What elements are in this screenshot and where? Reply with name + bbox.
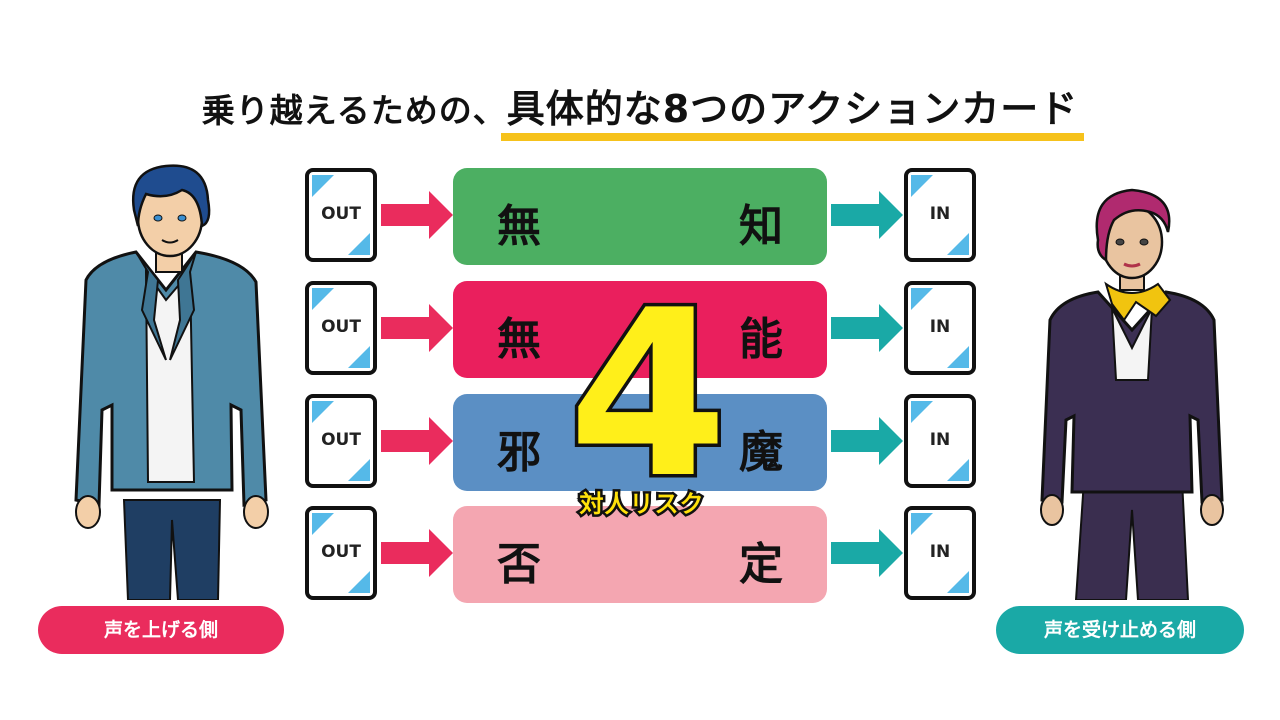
risk-bar-right-kanji: 知	[739, 201, 783, 252]
risk-bar-left-kanji: 無	[497, 314, 541, 365]
row-3: OUT 邪 魔 IN	[0, 394, 1280, 491]
in-card: IN	[904, 506, 976, 600]
out-card: OUT	[305, 394, 377, 488]
out-card-label: OUT	[321, 430, 361, 450]
out-card: OUT	[305, 506, 377, 600]
right-person-caption: 声を受け止める側	[996, 606, 1244, 654]
risk-bar-left-kanji: 否	[497, 539, 541, 590]
risk-bar-right-kanji: 定	[739, 539, 783, 590]
risk-bar: 無 能	[453, 281, 827, 378]
in-card-label: IN	[929, 430, 951, 450]
in-card: IN	[904, 281, 976, 375]
risk-bar-right-kanji: 能	[739, 314, 783, 365]
in-card: IN	[904, 168, 976, 262]
right-person-illustration	[1040, 188, 1224, 600]
page-title: 乗り越えるための、具体的な8つのアクションカード	[0, 78, 1280, 141]
out-card-label: OUT	[321, 542, 361, 562]
row-4: OUT 否 定 IN	[0, 506, 1280, 603]
out-card-label: OUT	[321, 204, 361, 224]
center-number: 4	[565, 262, 732, 529]
out-card: OUT	[305, 168, 377, 262]
in-card-label: IN	[929, 317, 951, 337]
in-card-label: IN	[929, 204, 951, 224]
left-person-caption: 声を上げる側	[38, 606, 284, 654]
center-label: 対人リスク	[577, 488, 706, 521]
out-card-label: OUT	[321, 317, 361, 337]
left-person-illustration	[74, 164, 269, 600]
risk-bar: 邪 魔	[453, 394, 827, 491]
risk-bar-left-kanji: 無	[497, 201, 541, 252]
risk-bar-left-kanji: 邪	[497, 427, 541, 478]
row-2: OUT 無 能 IN	[0, 281, 1280, 378]
risk-bar-right-kanji: 魔	[739, 427, 783, 478]
risk-bar: 無 知	[453, 168, 827, 265]
risk-bar: 否 定	[453, 506, 827, 603]
out-card: OUT	[305, 281, 377, 375]
title-prefix: 乗り越えるための、	[201, 91, 507, 130]
row-1: OUT 無 知 IN	[0, 168, 1280, 265]
title-highlight: 具体的な8つのアクションカード	[500, 78, 1084, 141]
in-card: IN	[904, 394, 976, 488]
in-card-label: IN	[929, 542, 951, 562]
